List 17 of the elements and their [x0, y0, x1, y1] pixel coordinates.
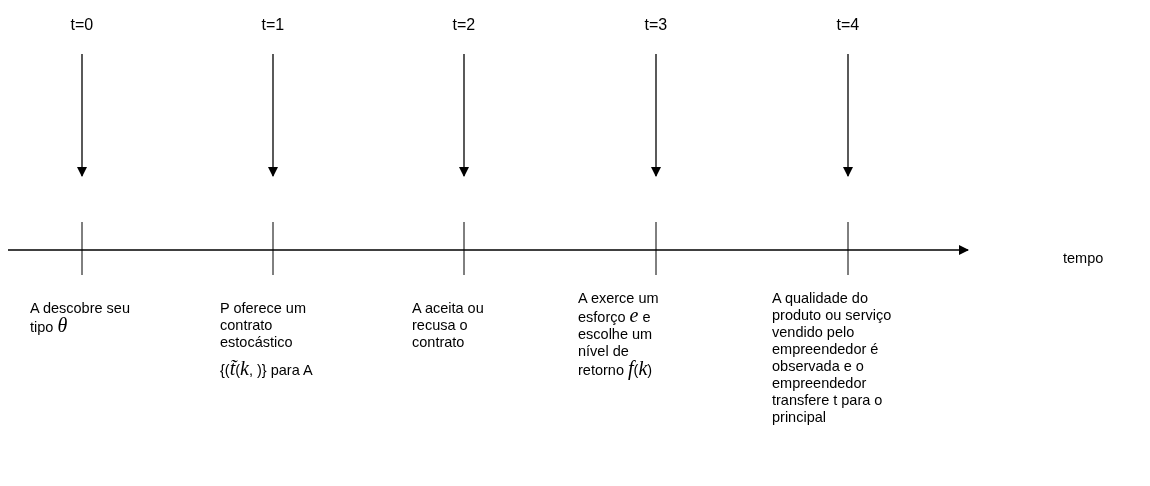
- event-description: A exerce um esforço e e escolhe um nível de retorno f(k): [578, 290, 660, 379]
- event-description: A aceita ou recusa o contrato: [412, 300, 485, 351]
- event-description: P oferece um contrato estocástico: [220, 300, 307, 351]
- event-description: A qualidade do produto ou serviço vendido pelo empreendedor é observada e o empreendedor transfere t para o principal: [772, 290, 893, 426]
- time-point-label: t=2: [452, 16, 476, 34]
- time-point-label: t=1: [261, 16, 285, 34]
- formula-text: {(t̃(k, )} para A: [220, 360, 314, 379]
- event-description: A descobre seu tipo θ: [30, 300, 131, 336]
- arrow: [268, 53, 278, 177]
- arrow: [459, 53, 469, 177]
- arrow: [651, 53, 661, 177]
- axis-label: tempo: [1063, 250, 1105, 267]
- arrow: [843, 53, 853, 177]
- arrow: [77, 53, 87, 177]
- time-point-label: t=0: [70, 16, 94, 34]
- time-point-label: t=4: [836, 16, 860, 34]
- time-point-label: t=3: [644, 16, 668, 34]
